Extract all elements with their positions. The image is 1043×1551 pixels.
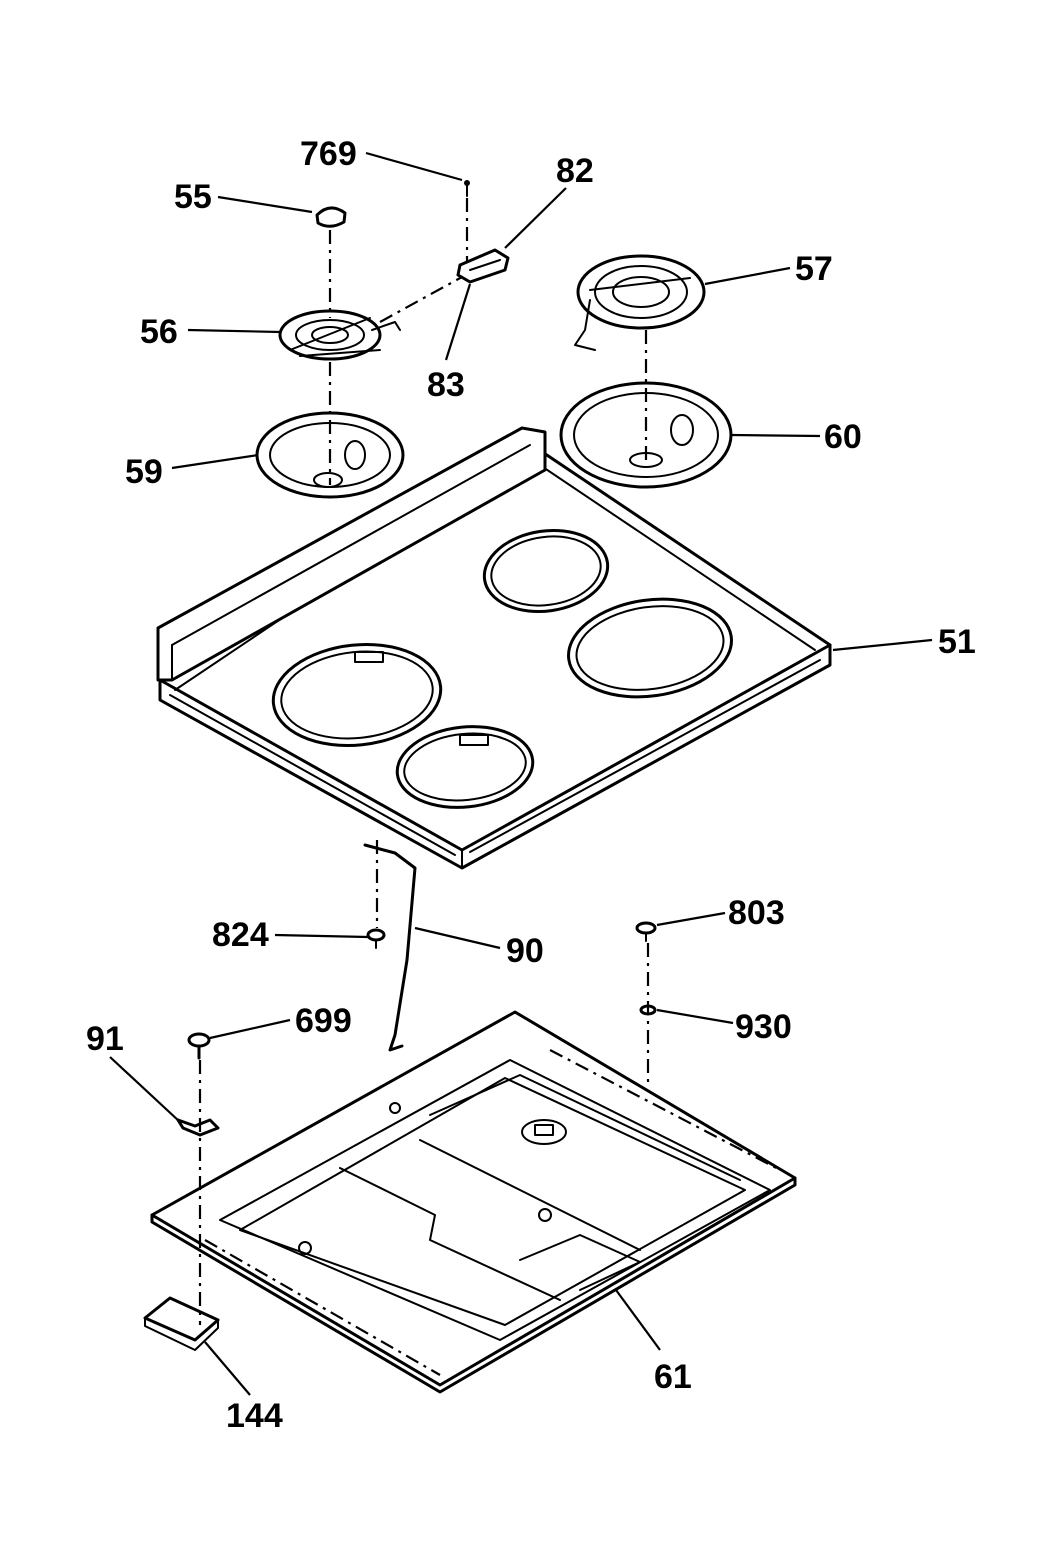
clip-91 (176, 1118, 220, 1137)
mounting-screw-769 (464, 180, 470, 197)
part-label-59: 59 (125, 453, 163, 491)
cooktop-panel (156, 426, 832, 870)
part-label-824: 824 (212, 916, 269, 954)
part-label-930: 930 (735, 1008, 792, 1046)
part-label-699: 699 (295, 1002, 352, 1040)
part-label-57: 57 (795, 250, 833, 288)
screw-824 (366, 928, 386, 949)
part-label-769: 769 (300, 135, 357, 173)
bottom-panel (150, 1010, 797, 1394)
burner-cap (315, 206, 347, 228)
assembly-center-lines (198, 198, 650, 1325)
part-label-144: 144 (226, 1397, 283, 1435)
wire-90 (363, 843, 417, 1052)
bracket-144 (143, 1296, 220, 1351)
part-label-91: 91 (86, 1020, 124, 1058)
screw-699 (187, 1032, 211, 1060)
screw-803 (635, 921, 657, 942)
part-label-55: 55 (174, 178, 212, 216)
part-label-60: 60 (824, 418, 862, 456)
part-label-51: 51 (938, 623, 976, 661)
callout-leaders (109, 151, 933, 1396)
part-label-803: 803 (728, 894, 785, 932)
large-surface-element (574, 254, 706, 351)
part-label-56: 56 (140, 313, 178, 351)
part-label-90: 90 (506, 932, 544, 970)
part-number-labels: 769 82 55 57 56 83 59 60 51 803 824 90 9… (86, 135, 976, 1435)
small-surface-element (278, 309, 401, 361)
infinite-switch (456, 248, 510, 284)
part-label-61: 61 (654, 1358, 692, 1396)
part-label-83: 83 (427, 366, 465, 404)
part-label-82: 82 (556, 152, 594, 190)
